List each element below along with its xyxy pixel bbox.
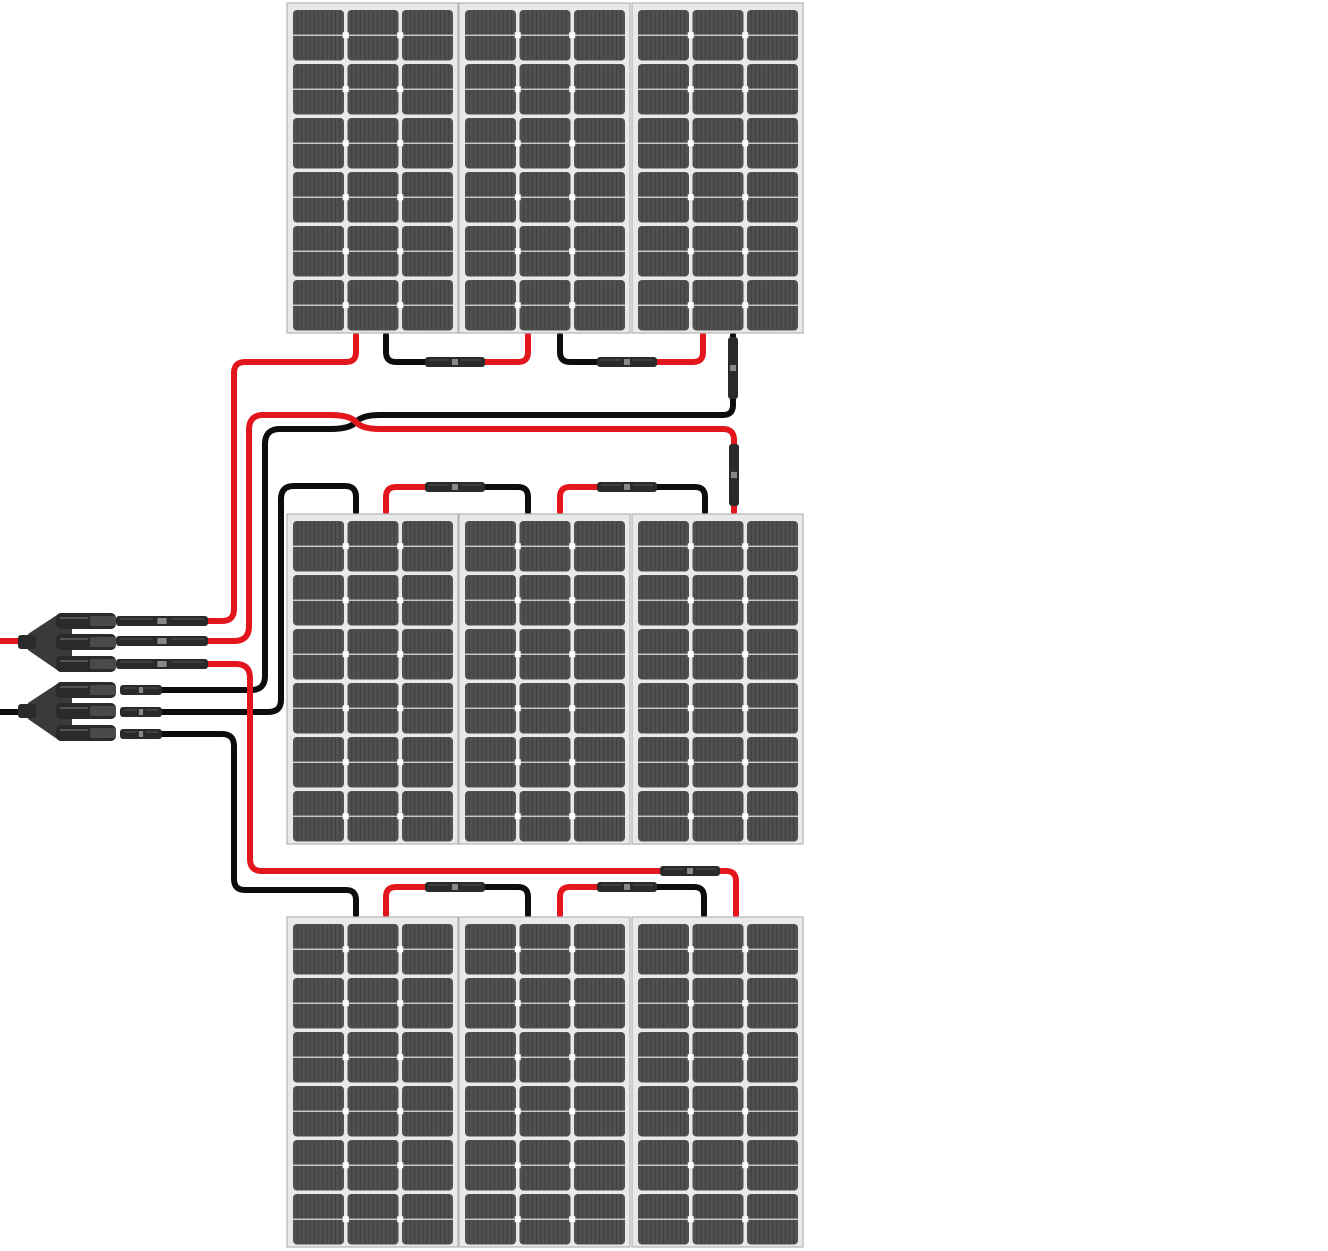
negative-wire (467, 884, 531, 918)
mc4-connector-icon (116, 616, 208, 626)
solar-panel-icon (631, 513, 804, 845)
mc4-connector-icon (120, 707, 162, 717)
mc4-connector-icon (116, 659, 208, 669)
solar-panel-icon (286, 513, 459, 845)
solar-panel-icon (286, 916, 459, 1248)
positive-wire (557, 884, 615, 918)
mc4-connector-icon (660, 866, 720, 876)
positive-wire (383, 484, 443, 515)
solar-panel-icon (286, 2, 459, 334)
positive-wire (202, 412, 737, 644)
mc4-connector-icon (597, 882, 657, 892)
y-branch-connector-icon (18, 613, 116, 672)
positive-wire (383, 884, 443, 918)
mc4-connector-icon (597, 357, 657, 367)
positive-wire (202, 661, 739, 918)
mc4-connector-icon (729, 444, 739, 506)
panels-layer (286, 2, 804, 1248)
solar-panel-icon (458, 513, 631, 845)
mc4-connector-icon (597, 482, 657, 492)
negative-wire (157, 483, 359, 715)
negative-wire (637, 884, 707, 918)
positive-wire (202, 332, 359, 624)
mc4-connector-icon (425, 482, 485, 492)
solar-panel-icon (458, 916, 631, 1248)
solar-panel-icon (458, 2, 631, 334)
branch-connectors-layer (18, 613, 116, 741)
negative-wire (557, 332, 615, 365)
negative-wire (383, 332, 443, 365)
connectors-layer (116, 337, 739, 892)
negative-wire (157, 731, 359, 918)
mc4-connector-icon (425, 882, 485, 892)
solar-panel-icon (631, 2, 804, 334)
mc4-connector-icon (116, 636, 208, 646)
solar-panel-icon (631, 916, 804, 1248)
y-branch-connector-icon (18, 682, 116, 741)
negative-wire (157, 332, 736, 693)
mc4-connector-icon (120, 729, 162, 739)
positive-wire (637, 332, 706, 365)
negative-wire (467, 484, 531, 515)
mc4-connector-icon (728, 337, 738, 399)
positive-wire (467, 332, 531, 365)
mc4-connector-icon (425, 357, 485, 367)
positive-wire (557, 484, 615, 515)
negative-wire (637, 484, 708, 515)
mc4-connector-icon (120, 685, 162, 695)
